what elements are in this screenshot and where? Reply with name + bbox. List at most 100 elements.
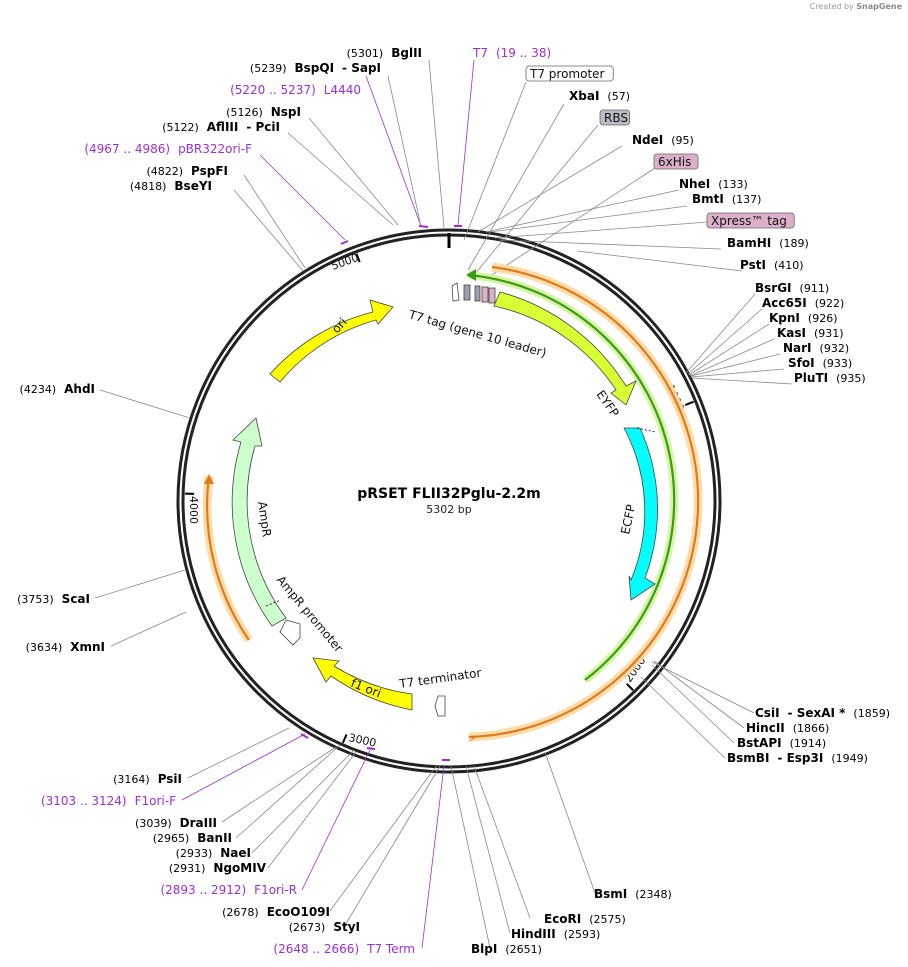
- tick-mark: [355, 253, 361, 263]
- feature-arrows: [231, 282, 658, 717]
- feature-box: [599, 109, 631, 126]
- site-label-bstapi: BstAPI(1914): [737, 736, 826, 750]
- site-label-xpress: Xpress™ tag: [706, 212, 795, 229]
- snapgene-credit: Created by SnapGene: [810, 2, 902, 11]
- site-label-hindiii: HindIII(2593): [511, 927, 600, 941]
- backbone-outer-ring: [176, 228, 722, 774]
- site-label-t7promoter: T7 promoter: [525, 65, 614, 82]
- site-label-bseyi: (4818)BseYI: [130, 179, 212, 193]
- tick-label: 3000: [347, 731, 377, 750]
- site-text: (5126)NspI: [226, 105, 301, 119]
- site-text: (2931)NgoMIV: [169, 861, 267, 875]
- tick-mark: [341, 734, 348, 744]
- tick-mark: [626, 683, 634, 691]
- site-label-ahdi: (4234)AhdI: [20, 382, 95, 396]
- site-text: (3103 .. 3124)F1ori-F: [41, 794, 176, 808]
- site-label-pluti: PluTI(935): [794, 371, 866, 385]
- ecfp-arrow: [623, 427, 658, 601]
- leader-lines: [94, 59, 793, 949]
- site-label-ecori: EcoRI(2575): [544, 912, 626, 926]
- t7-terminator-arrow: [434, 695, 446, 717]
- site-label-f1orir: (2893 .. 2912)F1ori-R: [160, 883, 297, 897]
- site-label-ecoo109i: (2678)EcoO109I: [222, 905, 330, 919]
- site-text: NdeI(95): [632, 133, 694, 147]
- site-text: PstI(410): [740, 258, 804, 272]
- site-label-bmti: BmtI(137): [692, 192, 761, 206]
- site-text: (2893 .. 2912)F1ori-R: [160, 883, 297, 897]
- site-text: BmtI(137): [692, 192, 761, 206]
- site-label-csii: CsiI- SexAI *(1859): [755, 706, 890, 720]
- site-text: NarI(932): [783, 341, 849, 355]
- site-text: (3164)PsiI: [113, 772, 182, 786]
- site-text: EcoRI(2575): [544, 912, 626, 926]
- site-text: BstAPI(1914): [737, 736, 826, 750]
- primer-marks: [300, 225, 462, 761]
- t7-terminator-label: T7 terminator: [397, 666, 482, 692]
- feature-box: [706, 212, 795, 229]
- f1-ori-label: f1 ori: [349, 676, 383, 701]
- site-label-t7term: (2648 .. 2666)T7 Term: [273, 942, 415, 956]
- site-label-kasi: KasI(931): [777, 326, 844, 340]
- site-text: (2965)BanII: [153, 831, 232, 845]
- feature-box-text: 6xHis: [658, 155, 691, 169]
- site-label-afliii: (5122)AflIII- PciI: [162, 120, 280, 134]
- site-label-ndei: NdeI(95): [632, 133, 694, 147]
- site-text: BsrGI(911): [755, 281, 829, 295]
- site-label-rbs: RBS: [599, 109, 631, 126]
- site-label-psti: PstI(410): [740, 258, 804, 272]
- site-label-bspqi: (5239)BspQI- SapI: [250, 61, 381, 75]
- site-label-bsmi: BsmI(2348): [594, 887, 672, 901]
- sixhis-box: [481, 286, 489, 303]
- credit-prefix: Created by: [809, 2, 854, 11]
- site-text: BamHI(189): [727, 236, 809, 250]
- site-text: SfoI(933): [788, 356, 852, 370]
- site-text: KpnI(926): [769, 311, 838, 325]
- site-text: XbaI(57): [569, 89, 630, 103]
- f1-ori-arrow: [312, 657, 413, 711]
- site-label-ngomiv: (2931)NgoMIV: [169, 861, 267, 875]
- site-text: (5239)BspQI- SapI: [250, 61, 381, 75]
- site-label-naei: (2933)NaeI: [176, 846, 251, 860]
- site-label-bsrgi: BsrGI(911): [755, 281, 829, 295]
- site-text: PluTI(935): [794, 371, 866, 385]
- site-text: (4818)BseYI: [130, 179, 212, 193]
- site-text: BsmI(2348): [594, 887, 672, 901]
- ori-arrow: [269, 299, 394, 383]
- feature-box-text: Xpress™ tag: [711, 214, 787, 228]
- site-label-styi: (2673)StyI: [289, 920, 360, 934]
- site-label-bglII: (5301)BglII: [347, 46, 422, 60]
- ampr-promoter-label: AmpR promoter: [274, 573, 346, 655]
- ecfp-label: ECFP: [618, 503, 638, 535]
- site-text: (4234)AhdI: [20, 382, 95, 396]
- site-label-bsmbi: BsmBI- Esp3I(1949): [727, 751, 868, 765]
- orange-arrows: [202, 262, 703, 743]
- site-label-sfoi: SfoI(933): [788, 356, 852, 370]
- eyfp-arrow: [493, 291, 637, 406]
- xpress-box: [488, 287, 496, 304]
- site-text: (5220 .. 5237)L4440: [230, 83, 361, 97]
- site-text: (4967 .. 4986)pBR322ori-F: [84, 142, 252, 156]
- site-text: (5301)BglII: [347, 46, 422, 60]
- site-text: (3634)XmnI: [26, 640, 105, 654]
- site-text: HindIII(2593): [511, 927, 600, 941]
- site-label-l4440: (5220 .. 5237)L4440: [230, 83, 361, 97]
- site-text: (5122)AflIII- PciI: [162, 120, 280, 134]
- site-label-xmni: (3634)XmnI: [26, 640, 105, 654]
- ampr-arrow: [231, 417, 287, 627]
- site-text: BsmBI- Esp3I(1949): [727, 751, 868, 765]
- site-text: (2673)StyI: [289, 920, 360, 934]
- feature-box: [653, 153, 699, 170]
- site-label-acc65i: Acc65I(922): [762, 296, 844, 310]
- site-text: (3039)DraIII: [135, 816, 217, 830]
- site-label-banii: (2965)BanII: [153, 831, 232, 845]
- rbs-box: [463, 284, 471, 301]
- tick-mark: [684, 400, 694, 406]
- site-label-nspi: (5126)NspI: [226, 105, 301, 119]
- site-label-scai: (3753)ScaI: [17, 592, 90, 606]
- site-text: (4822)PspFI: [146, 164, 228, 178]
- credit-brand: SnapGene: [856, 2, 902, 11]
- site-text: HincII(1866): [746, 721, 829, 735]
- site-label-f1orif: (3103 .. 3124)F1ori-F: [41, 794, 176, 808]
